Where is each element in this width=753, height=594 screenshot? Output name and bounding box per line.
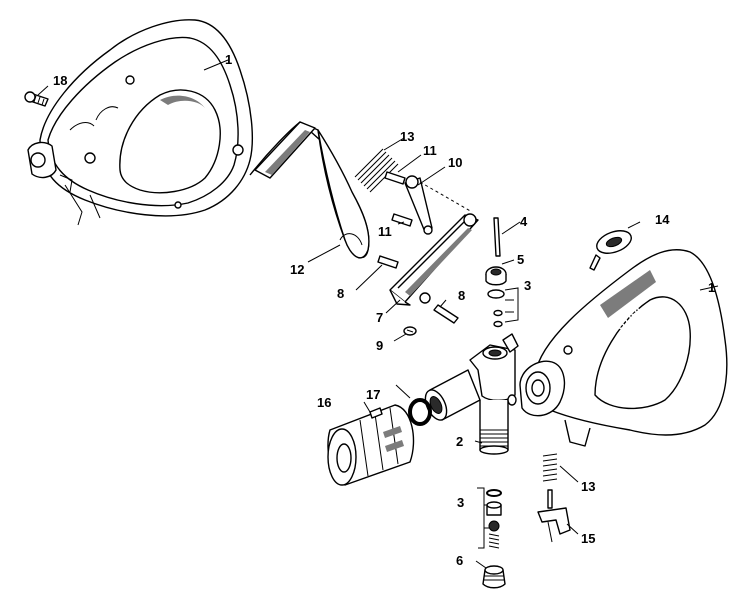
callout-1-right: 1 xyxy=(708,280,715,295)
callout-5: 5 xyxy=(517,252,524,267)
connector-sleeve xyxy=(424,369,481,421)
callout-1-left: 1 xyxy=(225,52,232,67)
part-6-nut xyxy=(482,565,506,589)
callout-labels: 1 18 13 11 10 11 12 8 7 8 9 4 5 3 14 1 1… xyxy=(53,52,715,568)
part-2-valve-body xyxy=(469,333,519,455)
callout-9: 9 xyxy=(376,338,383,353)
callout-8-lower: 8 xyxy=(458,288,465,303)
callout-14: 14 xyxy=(655,212,670,227)
callout-16: 16 xyxy=(317,395,331,410)
part-13-spring-upper xyxy=(354,148,399,193)
callout-10: 10 xyxy=(448,155,462,170)
callout-13-upper: 13 xyxy=(400,129,414,144)
callout-3-upper: 3 xyxy=(524,278,531,293)
part-18-screw xyxy=(24,91,49,107)
part-14-cap xyxy=(589,230,632,271)
callout-18: 18 xyxy=(53,73,67,88)
callout-11-lower: 11 xyxy=(378,224,392,239)
part-1-handle-housing-right: STIHL xyxy=(519,249,728,447)
part-1-handle-housing-left xyxy=(27,19,254,226)
part-16-quick-coupler xyxy=(327,404,415,486)
callout-7: 7 xyxy=(376,310,383,325)
part-3-seals-lower xyxy=(486,489,502,549)
part-3-seals-upper xyxy=(487,289,505,328)
part-11-pin-upper xyxy=(384,171,406,185)
callout-15: 15 xyxy=(581,531,595,546)
assembly-dash-line-1 xyxy=(419,181,473,213)
leader-lines xyxy=(37,59,719,569)
part-10-link-arm xyxy=(404,175,433,235)
callout-3-lower: 3 xyxy=(457,495,464,510)
part-7-lever-bar xyxy=(389,213,479,306)
part-17-o-ring xyxy=(408,398,432,426)
callout-6: 6 xyxy=(456,553,463,568)
part-8-pin-upper xyxy=(377,255,399,269)
part-4-rod xyxy=(493,217,501,257)
part-12-trigger-lever xyxy=(249,121,370,259)
part-13-spring-lower xyxy=(542,453,558,482)
callout-8-upper: 8 xyxy=(337,286,344,301)
part-8-pin-lower xyxy=(433,304,459,324)
callout-2: 2 xyxy=(456,434,463,449)
callout-13-lower: 13 xyxy=(581,479,595,494)
callout-12: 12 xyxy=(290,262,304,277)
part-11-pin-lower xyxy=(391,213,413,227)
callout-4: 4 xyxy=(520,214,528,229)
part-5-nut xyxy=(485,266,507,286)
callout-17: 17 xyxy=(366,387,380,402)
callout-11-upper: 11 xyxy=(423,143,437,158)
part-9-screw xyxy=(403,326,417,336)
part-15-clip xyxy=(537,489,571,543)
